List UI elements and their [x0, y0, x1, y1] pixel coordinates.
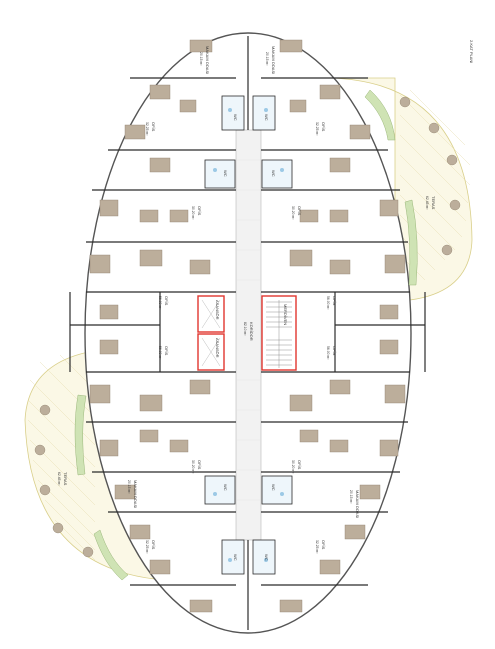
koridor-area: 82.10 m² — [243, 322, 247, 336]
wc-3-label: WC — [223, 170, 228, 177]
planter-strips — [74, 89, 418, 581]
makam-tl-area: 20.15 m² — [199, 52, 203, 66]
ofis-5-area: 56.00 m² — [158, 296, 162, 310]
ofis-3-area: 30.20 m² — [191, 206, 195, 220]
makam-tr-label: MAKAM ODASI — [271, 46, 276, 74]
makam-br-label: MAKAM ODASI — [355, 490, 360, 518]
wc-7-label: WC — [233, 554, 238, 561]
asansor-2-label: ASANSÖR — [215, 338, 220, 358]
asansor-1-label: ASANSÖR — [215, 300, 220, 320]
teras-right-label: TERAS — [431, 196, 436, 210]
wc-5-label: WC — [223, 484, 228, 491]
wc-blocks — [204, 95, 293, 575]
ofis-4-label: OFİS — [297, 206, 302, 216]
ofis-9-label: OFİS — [197, 460, 202, 470]
ofis-12-area: 32.25 m² — [315, 540, 319, 554]
wc-4-label: WC — [271, 170, 276, 177]
makam-bl-area: 20.15 m² — [127, 480, 131, 494]
makam-tr-area: 20.15 m² — [265, 52, 269, 66]
ofis-10-area: 30.20 m² — [291, 460, 295, 474]
koridor-label: KORİDOR — [249, 322, 254, 341]
teras-left-area: 62.45 m² — [57, 472, 61, 486]
ofis-11-area: 32.25 m² — [145, 540, 149, 554]
wc-8-label: WC — [264, 554, 269, 561]
ofis-1-label: OFİS — [151, 122, 156, 132]
ofis-2-area: 32.25 m² — [315, 122, 319, 136]
ofis-8-label: OFİS — [332, 346, 337, 356]
wc-1-label: WC — [233, 114, 238, 121]
ofis-11-label: OFİS — [151, 540, 156, 550]
furniture — [89, 39, 406, 613]
ofis-3-label: OFİS — [197, 206, 202, 216]
ofis-8-area: 56.00 m² — [326, 346, 330, 360]
ofis-7-label: OFİS — [164, 346, 169, 356]
ofis-7-area: 56.00 m² — [158, 346, 162, 360]
makam-br-area: 20.15 m² — [349, 490, 353, 504]
teras-left-label: TERAS — [63, 472, 68, 486]
ofis-1-area: 32.25 m² — [145, 122, 149, 136]
ofis-6-label: OFİS — [332, 296, 337, 306]
corridor — [235, 129, 262, 541]
ofis-4-area: 30.20 m² — [291, 206, 295, 220]
ofis-12-label: OFİS — [321, 540, 326, 550]
ofis-5-label: OFİS — [164, 296, 169, 306]
core — [197, 295, 297, 371]
walls — [69, 36, 426, 630]
terrace-furniture — [34, 96, 461, 558]
wc-6-label: WC — [271, 484, 276, 491]
plan-title: 2.KAT PLANI — [469, 40, 474, 63]
ofis-6-area: 56.00 m² — [326, 296, 330, 310]
terrace-right — [329, 77, 473, 301]
makam-bl-label: MAKAM ODASI — [133, 480, 138, 508]
merdiven-label: MERDİVEN — [283, 304, 288, 325]
ofis-2-label: OFİS — [321, 122, 326, 132]
room-labels: MAKAM ODASI 20.15 m² MAKAM ODASI 20.15 m… — [57, 46, 436, 561]
teras-right-area: 62.45 m² — [425, 196, 429, 210]
ofis-9-area: 30.20 m² — [191, 460, 195, 474]
ofis-10-label: OFİS — [297, 460, 302, 470]
makam-tl-label: MAKAM ODASI — [205, 46, 210, 74]
wc-2-label: WC — [264, 114, 269, 121]
